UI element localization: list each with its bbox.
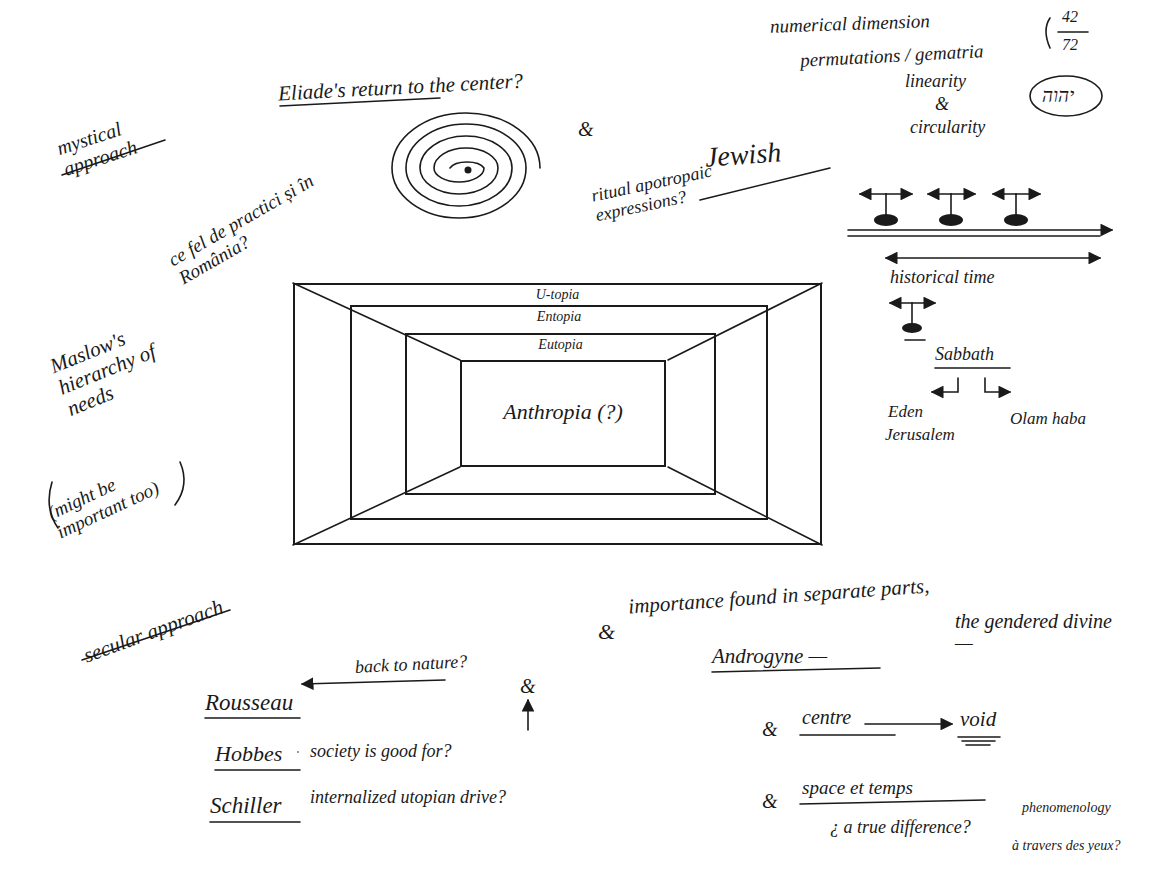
note-text: ¿ a true difference? (830, 818, 971, 838)
frame-label: Anthropia (?) (462, 400, 664, 424)
ampersand-text: & (578, 118, 594, 140)
number-text: 42 (1062, 8, 1078, 26)
ampersand-text: & (762, 790, 778, 812)
ampersand-text: & (598, 620, 615, 644)
number-text: 72 (1062, 36, 1078, 54)
perspective-frame: EntopiaEutopiaAnthropia (?) (350, 305, 768, 520)
note-text: linearity (905, 72, 966, 92)
note-text: the gendered divine — (955, 610, 1115, 654)
name-text: Hobbes (215, 742, 282, 766)
heading-text: Jewish (704, 137, 782, 173)
note-text: historical time (890, 268, 995, 288)
note-text: importance found in separate parts, (628, 575, 930, 619)
note-text: space et temps (802, 778, 913, 799)
frame-label: Eutopia (407, 335, 714, 352)
name-text: Rousseau (205, 690, 293, 715)
heading-text: secular approach (80, 596, 226, 668)
note-text: permutations / gematria (800, 41, 985, 71)
note-text: numerical dimension (770, 11, 931, 37)
note-text: Eden (888, 403, 923, 422)
note-text: à travers des yeux? (1012, 838, 1120, 853)
note-text: Androgyne — (712, 645, 827, 668)
note-text: circularity (910, 118, 985, 138)
hebrew-word-text: יהוה (1042, 86, 1074, 107)
note-text: (might be important too) (45, 455, 171, 544)
heading-text: Maslow's hierarchy of needs (47, 308, 193, 421)
note-text: Olam haba (1010, 410, 1086, 429)
frame-label: Entopia (352, 307, 766, 324)
note-text: ritual apotropaic expressions? (590, 154, 755, 226)
center-box: Anthropia (?) (460, 360, 666, 467)
note-text: void (960, 708, 996, 731)
frame-label: U-topia (295, 285, 820, 302)
note-text: centre (802, 706, 851, 728)
heading-text: mystical approach (54, 104, 172, 180)
ampersand-text: & (762, 718, 778, 740)
name-text: Schiller (210, 793, 282, 818)
note-text: Sabbath (935, 345, 994, 365)
note-text: society is good for? (310, 742, 452, 762)
note-text: back to nature? (355, 652, 468, 678)
note-text: Jerusalem (885, 426, 955, 445)
ampersand-text: & (935, 95, 949, 115)
note-text: phenomenology (1022, 800, 1111, 815)
perspective-frame: U-topiaEntopiaEutopiaAnthropia (?) (293, 283, 822, 545)
note-text: internalized utopian drive? (310, 788, 506, 808)
note-text: ce fel de practici și în România? (165, 153, 359, 289)
ampersand-text: & (520, 675, 536, 697)
perspective-frame: EutopiaAnthropia (?) (405, 333, 716, 495)
